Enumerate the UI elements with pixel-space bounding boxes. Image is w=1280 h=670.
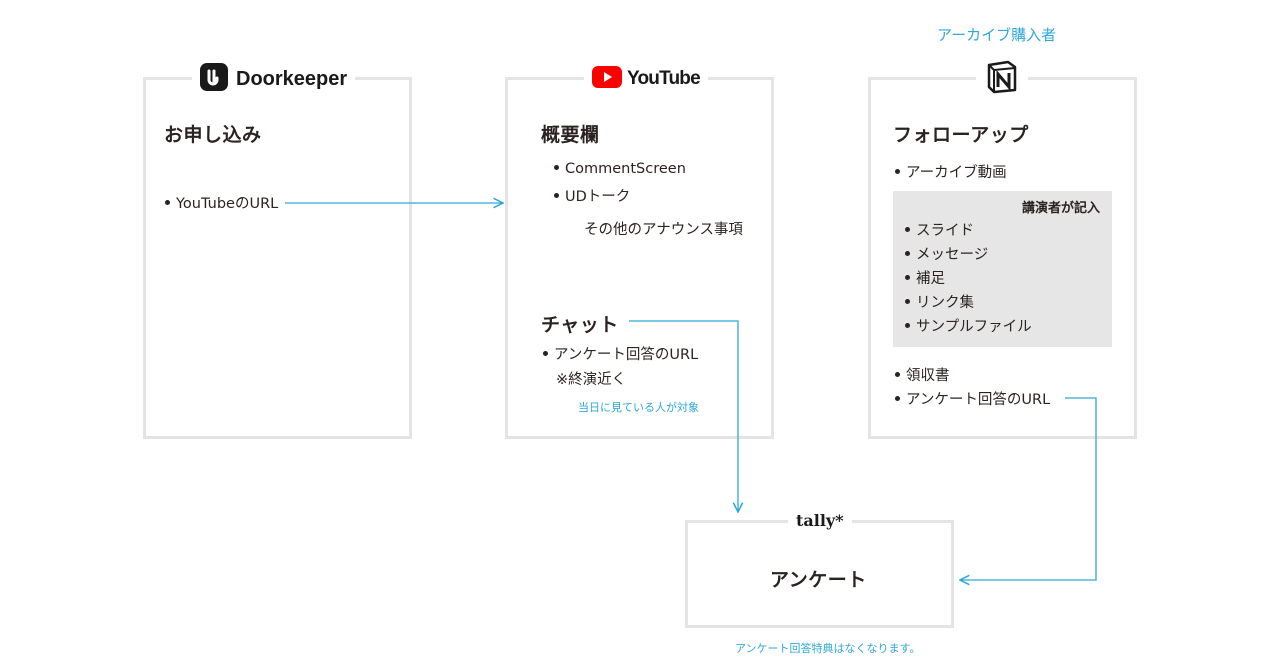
youtube-heading: 概要欄	[541, 124, 600, 146]
notion-logo	[976, 60, 1028, 98]
doorkeeper-icon	[200, 63, 228, 95]
doorkeeper-logo: Doorkeeper	[192, 63, 356, 95]
bullet	[905, 226, 910, 232]
panel-item: リンク集	[905, 291, 974, 312]
panel-item: サンプルファイル	[905, 315, 1032, 336]
youtube-logo: YouTube	[584, 64, 708, 94]
chat-item-label: アンケート回答のURL	[554, 347, 699, 363]
youtube-item-label: CommentScreen	[565, 161, 686, 177]
chat-sub: ※終演近く	[556, 372, 627, 388]
notion-bottom-item-label: アンケート回答のURL	[906, 392, 1051, 408]
tally-logo: tally*	[788, 508, 852, 532]
youtube-item: CommentScreen	[554, 161, 686, 177]
tally-brand: tally*	[796, 510, 844, 530]
bullet	[895, 395, 900, 401]
bullet	[554, 192, 559, 198]
tally-box	[685, 520, 954, 628]
youtube-item-label: UDトーク	[565, 189, 631, 205]
doorkeeper-box	[143, 77, 412, 439]
speaker-panel	[893, 191, 1112, 347]
bullet	[543, 350, 548, 356]
notion-logo-icon	[984, 59, 1020, 99]
notion-item: アーカイブ動画	[895, 161, 1007, 182]
panel-item-label: リンク集	[916, 295, 974, 311]
youtube-play-icon	[592, 66, 622, 92]
arrow-chat-to-survey	[629, 320, 738, 512]
notion-bottom-item: 領収書	[895, 364, 950, 385]
notion-bottom-item: アンケート回答のURL	[895, 388, 1050, 409]
doorkeeper-item: YouTubeのURL	[165, 192, 278, 213]
tally-note: アンケート回答特典はなくなります。	[735, 642, 921, 655]
notion-heading: フォローアップ	[893, 124, 1029, 146]
youtube-box	[505, 77, 774, 439]
notion-bottom-item-label: 領収書	[906, 368, 950, 384]
youtube-item: UDトーク	[554, 185, 630, 206]
chat-note: 当日に見ている人が対象	[578, 401, 699, 414]
chat-heading: チャット	[541, 314, 619, 336]
doorkeeper-heading: お申し込み	[164, 124, 262, 146]
panel-item: スライド	[905, 219, 974, 240]
arrow-notion-to-survey	[960, 397, 1097, 580]
doorkeeper-item-label: YouTubeのURL	[176, 196, 279, 212]
panel-item-label: メッセージ	[916, 247, 989, 263]
panel-item-label: サンプルファイル	[916, 319, 1032, 335]
chat-item: アンケート回答のURL	[543, 343, 698, 364]
bullet	[905, 298, 910, 304]
bullet	[554, 164, 559, 170]
bullet	[895, 168, 900, 174]
speaker-panel-title: 講演者が記入	[1022, 201, 1101, 216]
doorkeeper-brand: Doorkeeper	[236, 67, 348, 90]
bullet	[905, 250, 910, 256]
youtube-other-announcements: その他のアナウンス事項	[584, 222, 743, 238]
panel-item: メッセージ	[905, 243, 988, 264]
youtube-brand: YouTube	[627, 68, 701, 89]
bullet	[905, 322, 910, 328]
bullet	[895, 371, 900, 377]
panel-item-label: スライド	[916, 223, 974, 239]
bullet	[905, 274, 910, 280]
archive-buyer-note: アーカイブ購入者	[937, 26, 1057, 44]
notion-item-label: アーカイブ動画	[906, 165, 1007, 181]
panel-item: 補足	[905, 267, 945, 288]
panel-item-label: 補足	[916, 271, 945, 287]
bullet	[165, 199, 170, 205]
tally-heading: アンケート	[770, 569, 867, 591]
